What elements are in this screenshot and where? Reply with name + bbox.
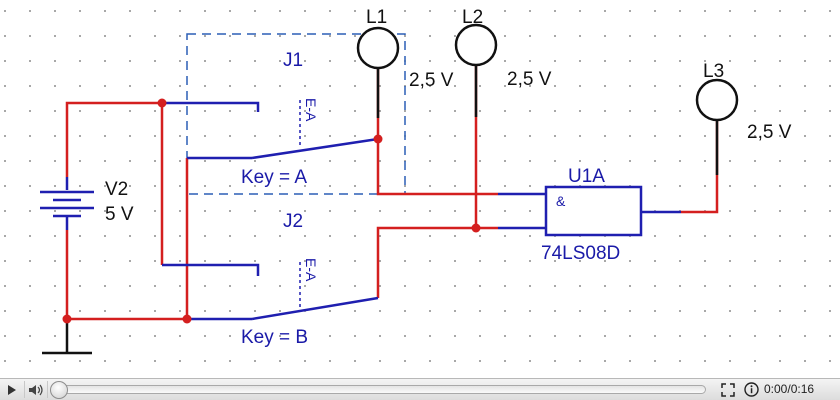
blue-wires (162, 101, 681, 321)
lamp-l3-voltage: 2,5 V (747, 122, 792, 143)
gate-part-number: 74LS08D (541, 243, 620, 264)
switch-j2-mark: E-A (303, 258, 319, 282)
lamp-l2-label: L2 (462, 7, 483, 28)
switch-j1-label: J1 (283, 50, 303, 71)
media-player-controls: 0:00/0:16 (0, 378, 840, 400)
info-icon (743, 382, 759, 397)
volume-icon (29, 384, 43, 395)
switch-j1-key-label: Key = A (241, 167, 307, 188)
volume-button[interactable] (24, 381, 48, 398)
play-button[interactable] (2, 381, 22, 398)
lamp-l3-label: L3 (703, 61, 724, 82)
lamp-l1-voltage: 2,5 V (409, 70, 454, 91)
switch-j2-key-label: Key = B (241, 327, 308, 348)
battery-v2-label: V2 (105, 179, 128, 200)
info-button[interactable] (742, 381, 760, 398)
j1-group-box (186, 33, 406, 195)
battery-symbol (40, 177, 94, 230)
time-readout: 0:00/0:16 (764, 382, 815, 396)
play-icon (8, 384, 16, 395)
seek-bar[interactable] (56, 385, 706, 394)
switch-j1-mark: E-A (303, 98, 319, 122)
circuit-schematic: L1 2,5 V L2 2,5 V L3 2,5 V J1 Key = A E-… (0, 0, 840, 378)
junction-dots (62, 98, 481, 324)
lamp-l1-symbol (356, 26, 400, 70)
fullscreen-button[interactable] (719, 381, 737, 398)
ground-symbol (42, 319, 92, 355)
lamp-l1-label: L1 (366, 7, 387, 28)
grid-background (0, 0, 840, 378)
battery-v2-value: 5 V (105, 204, 134, 225)
lamp-l3-symbol (695, 78, 739, 122)
lamp-l2-symbol (454, 23, 498, 67)
gate-and-symbol: & (556, 193, 566, 209)
and-gate-body (544, 185, 643, 237)
switch-j2-label: J2 (283, 211, 303, 232)
seek-handle[interactable] (50, 381, 68, 399)
lamp-l2-voltage: 2,5 V (507, 69, 552, 90)
fullscreen-icon (721, 382, 735, 397)
gate-u1a-label: U1A (568, 166, 605, 187)
